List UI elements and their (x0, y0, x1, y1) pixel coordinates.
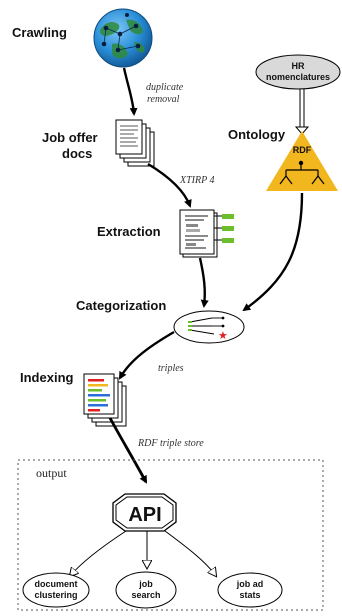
svg-text:job: job (138, 579, 153, 589)
extraction-label: Extraction (97, 224, 161, 239)
output-box (17, 459, 324, 611)
duplicate-removal-label-1: duplicate (146, 82, 184, 93)
hr-label-line2: nomenclatures (266, 72, 330, 82)
globe-icon (93, 8, 153, 68)
svg-text:job ad: job ad (236, 579, 264, 589)
hr-label-line1: HR (292, 61, 305, 71)
arrow-categorization-to-indexing (118, 330, 175, 380)
job-search-node: job search (115, 571, 177, 609)
arrow-extraction-to-categorization (198, 257, 209, 308)
arrow-indexing-to-api (108, 417, 148, 484)
svg-text:search: search (131, 590, 160, 600)
categorization-icon: ★ (173, 310, 245, 344)
api-label: API (128, 504, 161, 526)
categorization-label: Categorization (76, 298, 166, 313)
arrow-docs-to-extraction (147, 162, 192, 208)
svg-text:clustering: clustering (34, 590, 77, 600)
arrow-api-to-stats (164, 530, 216, 576)
job-offer-label-line2: docs (62, 146, 92, 161)
rdf-badge: RDF (293, 145, 312, 155)
job-ad-stats-node: job ad stats (217, 572, 283, 608)
job-offer-label-line1: Job offer (42, 130, 98, 145)
indexing-label: Indexing (20, 370, 74, 385)
output-title: output (36, 466, 67, 480)
indexed-doc-icon (83, 373, 127, 427)
ontology-tree-icon: RDF (266, 131, 338, 191)
duplicate-removal-label-2: removal (147, 94, 180, 105)
ontology-label: Ontology (228, 127, 286, 142)
document-stack-icon (115, 119, 155, 167)
rdf-triple-store-label: RDF triple store (137, 438, 204, 449)
svg-text:★: ★ (218, 329, 228, 342)
api-node: API (112, 493, 177, 532)
triples-label: triples (158, 363, 184, 374)
crawling-label: Crawling (12, 25, 67, 40)
arrow-api-to-clustering (70, 530, 127, 576)
extraction-doc-icon (179, 209, 234, 258)
xtirp-label: XTIRP 4 (179, 175, 215, 186)
arrow-ontology-to-categorization (242, 192, 304, 312)
svg-text:document: document (34, 579, 77, 589)
hr-nomenclatures-node: HR nomenclatures (255, 54, 341, 90)
svg-text:stats: stats (239, 590, 260, 600)
document-clustering-node: document clustering (22, 572, 90, 608)
arrow-crawl-to-docs (122, 67, 138, 116)
